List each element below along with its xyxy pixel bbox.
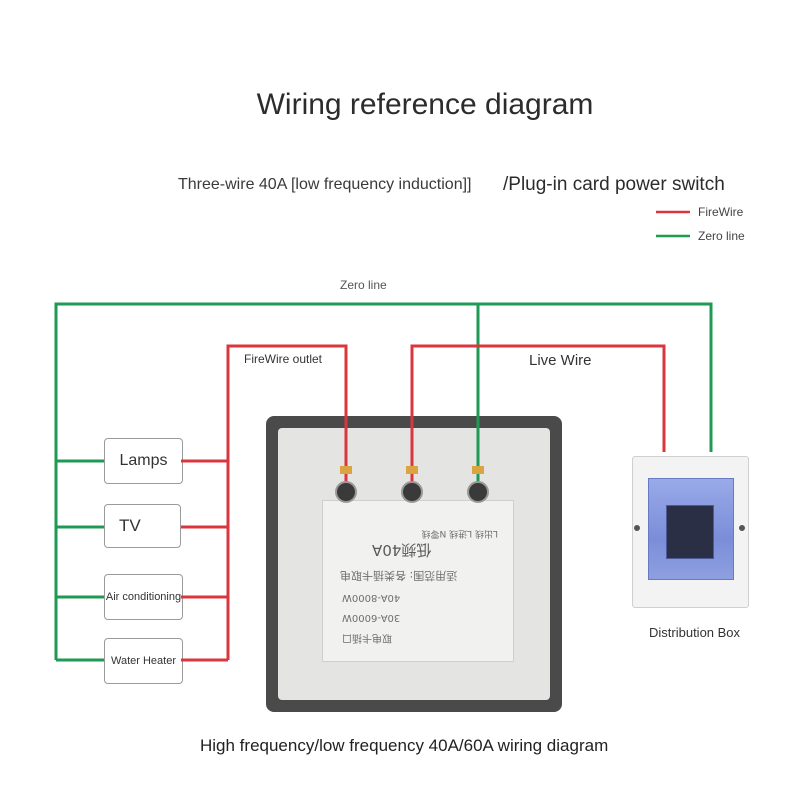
diagram-caption: High frequency/low frequency 40A/60A wir… [200, 736, 609, 755]
subtitle-right: /Plug-in card power switch [503, 174, 725, 195]
firewire-outlet-line [226, 344, 348, 660]
switch-module [322, 500, 514, 662]
lamps-box: Lamps [104, 438, 183, 484]
zero-line-main [54, 302, 713, 660]
terminal-screw-3 [467, 481, 489, 503]
water-heater-box: Water Heater [104, 638, 183, 684]
distribution-box-window [666, 505, 714, 559]
distribution-box-label: Distribution Box [649, 625, 741, 640]
zero-line-wires [54, 302, 713, 662]
terminal-screw-1 [335, 481, 357, 503]
water-heater-label: Water Heater [110, 655, 176, 667]
switch-terminals [335, 466, 489, 503]
terminal-clamp-2 [406, 466, 418, 474]
legend-zero-label: Zero line [698, 229, 745, 243]
zero-line-label: Zero line [340, 278, 387, 292]
air-conditioning-box: Air conditioning [104, 574, 183, 620]
live-wire-label: Live Wire [529, 352, 592, 369]
subtitle-left: Three-wire 40A [low frequency induction]… [178, 176, 472, 193]
live-wire-line [410, 344, 666, 492]
terminal-clamp-1 [340, 466, 352, 474]
firewire-wires [181, 344, 666, 662]
hinge-right-icon [739, 525, 745, 531]
tv-label: TV [119, 516, 141, 535]
terminal-screw-2 [401, 481, 423, 503]
terminal-clamp-3 [472, 466, 484, 474]
lamps-label: Lamps [119, 452, 168, 469]
tv-box: TV [104, 504, 181, 548]
legend-firewire-label: FireWire [698, 205, 744, 219]
air-conditioning-label: Air conditioning [105, 591, 182, 603]
page-title: Wiring reference diagram [256, 88, 594, 121]
firewire-outlet-label: FireWire outlet [244, 352, 323, 366]
hinge-left-icon [634, 525, 640, 531]
